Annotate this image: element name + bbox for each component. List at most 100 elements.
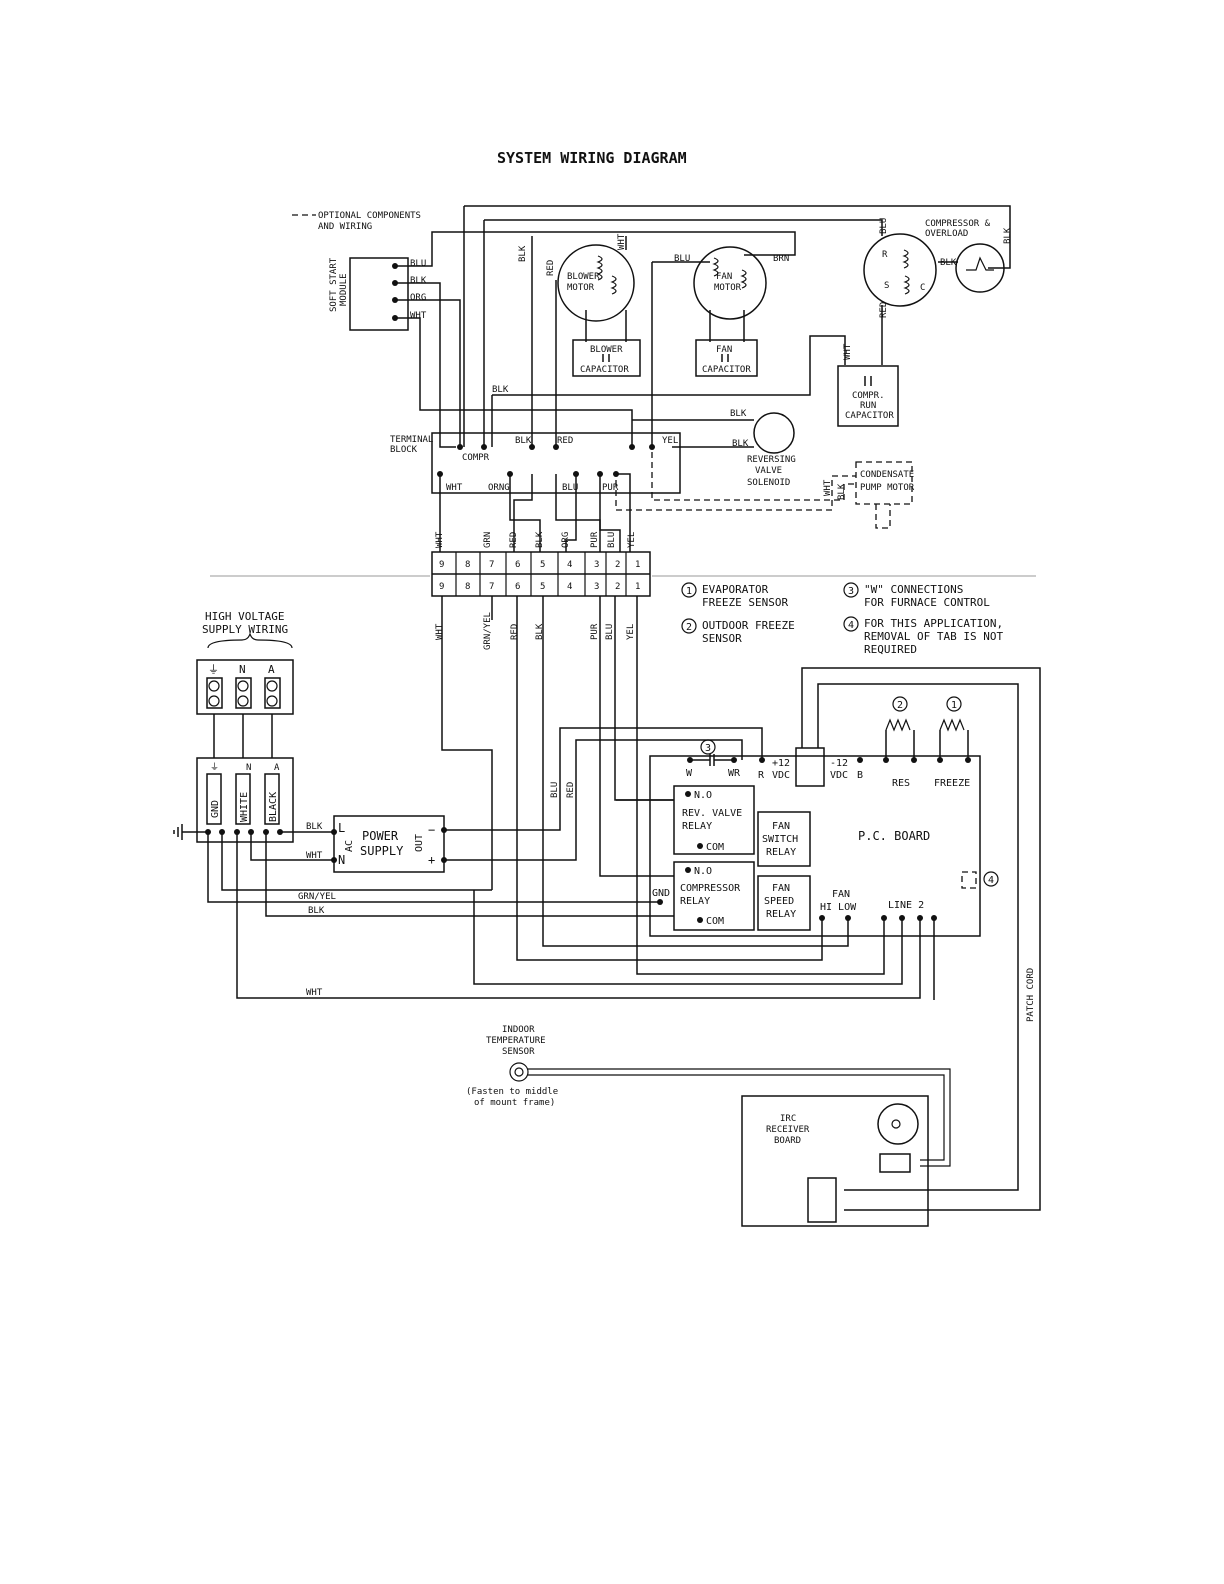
svg-text:TEMPERATURE: TEMPERATURE <box>486 1036 546 1046</box>
lbl-low-blk: BLK <box>535 623 545 640</box>
pin-upper-9: 9 <box>439 560 444 570</box>
svg-text:⏚: ⏚ <box>208 663 219 676</box>
svg-text:COM: COM <box>706 842 724 853</box>
svg-text:OVERLOAD: OVERLOAD <box>925 229 968 239</box>
svg-text:FREEZE: FREEZE <box>934 778 970 789</box>
svg-text:MODULE: MODULE <box>339 273 349 306</box>
svg-text:FAN: FAN <box>832 889 850 900</box>
svg-text:RELAY: RELAY <box>680 896 710 907</box>
svg-text:SWITCH: SWITCH <box>762 834 798 845</box>
pin-lower-5: 5 <box>540 582 545 592</box>
pin-lower-9: 9 <box>439 582 444 592</box>
svg-text:COMPR.: COMPR. <box>852 391 885 401</box>
svg-text:C: C <box>920 283 925 293</box>
svg-text:L: L <box>338 821 345 835</box>
power-supply: POWER SUPPLY L N AC OUT − + <box>331 815 447 873</box>
pin-lower-2: 2 <box>615 582 620 592</box>
svg-text:SPEED: SPEED <box>764 896 794 907</box>
svg-text:EVAPORATOR: EVAPORATOR <box>702 583 769 596</box>
svg-text:CONDENSATE: CONDENSATE <box>860 470 914 480</box>
pin-upper-6: 6 <box>515 560 520 570</box>
condensate-pump-motor: CONDENSATE PUMP MOTOR <box>615 452 915 529</box>
ss-blk: BLK <box>410 276 427 286</box>
upper-color-4: ORG <box>561 532 571 548</box>
legend-text-1: OPTIONAL COMPONENTS <box>318 211 421 221</box>
svg-text:W: W <box>686 768 693 779</box>
upper-color-7: YEL <box>627 532 637 548</box>
svg-text:N: N <box>338 853 345 867</box>
fan-motor: FAN MOTOR FAN CAPACITOR <box>693 246 767 377</box>
svg-text:+: + <box>428 853 435 867</box>
svg-text:SUPPLY WIRING: SUPPLY WIRING <box>202 623 288 636</box>
svg-text:OUT: OUT <box>414 834 425 852</box>
svg-text:HI LOW: HI LOW <box>820 902 857 913</box>
diagram-title: SYSTEM WIRING DIAGRAM <box>497 149 687 167</box>
pin-lower-8: 8 <box>465 582 470 592</box>
lbl-blk-3: BLK <box>940 258 957 268</box>
upper-color-1: GRN <box>483 532 493 548</box>
lbl-blk-7: BLK <box>515 436 532 446</box>
svg-text:BLOWER: BLOWER <box>590 345 623 355</box>
irc-receiver-board: IRC RECEIVER BOARD <box>741 1095 929 1227</box>
svg-text:PUMP MOTOR: PUMP MOTOR <box>860 483 915 493</box>
lbl-blk-5: BLK <box>730 409 747 419</box>
svg-text:A: A <box>274 763 280 773</box>
compressor: COMPRESSOR & OVERLOAD R S C COMPR. RUN C… <box>837 219 1005 427</box>
lbl-orng: ORNG <box>488 483 510 493</box>
lbl-low-pur: PUR <box>590 623 600 640</box>
svg-text:RELAY: RELAY <box>766 909 796 920</box>
svg-text:BLOWER: BLOWER <box>567 272 600 282</box>
pin-lower-7: 7 <box>489 582 494 592</box>
upper-color-3: BLK <box>535 531 545 548</box>
pin-lower-4: 4 <box>567 582 572 592</box>
svg-text:−: − <box>428 823 435 837</box>
lbl-red-2: RED <box>879 302 889 318</box>
lbl-blk-9: BLK <box>308 906 325 916</box>
upper-color-5: PUR <box>590 531 600 548</box>
lbl-yel-1: YEL <box>662 436 678 446</box>
lbl-blk-1: BLK <box>518 245 528 262</box>
upper-color-6: BLU <box>607 532 617 548</box>
lbl-grnyel-2: GRN/YEL <box>298 892 336 902</box>
svg-text:RES: RES <box>892 778 910 789</box>
svg-text:VDC: VDC <box>772 770 790 781</box>
svg-text:1: 1 <box>951 700 957 711</box>
pin-upper-8: 8 <box>465 560 470 570</box>
svg-text:2: 2 <box>686 622 692 633</box>
svg-text:FREEZE SENSOR: FREEZE SENSOR <box>702 596 788 609</box>
svg-text:BLOCK: BLOCK <box>390 445 418 455</box>
svg-text:CAPACITOR: CAPACITOR <box>702 365 751 375</box>
terminal-block: TERMINAL BLOCK COMPR <box>390 432 681 494</box>
svg-text:N: N <box>239 663 246 676</box>
connector-plug <box>431 551 651 597</box>
lbl-blk-2: BLK <box>1003 227 1013 244</box>
lbl-wht-1: WHT <box>617 233 627 250</box>
svg-text:RECEIVER: RECEIVER <box>766 1125 810 1135</box>
svg-text:N.O: N.O <box>694 790 712 801</box>
pin-upper-2: 2 <box>615 560 620 570</box>
pin-upper-1: 1 <box>635 560 640 570</box>
svg-text:POWER: POWER <box>362 829 399 843</box>
svg-text:REMOVAL OF TAB IS NOT: REMOVAL OF TAB IS NOT <box>864 630 1003 643</box>
svg-text:BLACK: BLACK <box>268 792 279 822</box>
svg-text:RELAY: RELAY <box>766 847 796 858</box>
soft-start-module: SOFT START MODULE BLU BLK ORG WHT <box>329 257 427 331</box>
lbl-ps-blu: BLU <box>550 782 560 798</box>
ss-org: ORG <box>410 293 426 303</box>
svg-text:WR: WR <box>728 768 741 779</box>
pin-upper-4: 4 <box>567 560 572 570</box>
svg-text:COM: COM <box>706 916 724 927</box>
pin-upper-7: 7 <box>489 560 494 570</box>
svg-text:SOFT START: SOFT START <box>329 257 339 312</box>
svg-text:BOARD: BOARD <box>774 1136 801 1146</box>
svg-text:B: B <box>857 770 863 781</box>
lbl-wht-5: WHT <box>306 988 323 998</box>
svg-text:LINE 2: LINE 2 <box>888 900 924 911</box>
lbl-red-3: RED <box>557 436 573 446</box>
lbl-pur-1: PUR <box>602 483 619 493</box>
svg-text:of mount frame): of mount frame) <box>474 1098 555 1108</box>
svg-text:WHITE: WHITE <box>239 792 250 822</box>
